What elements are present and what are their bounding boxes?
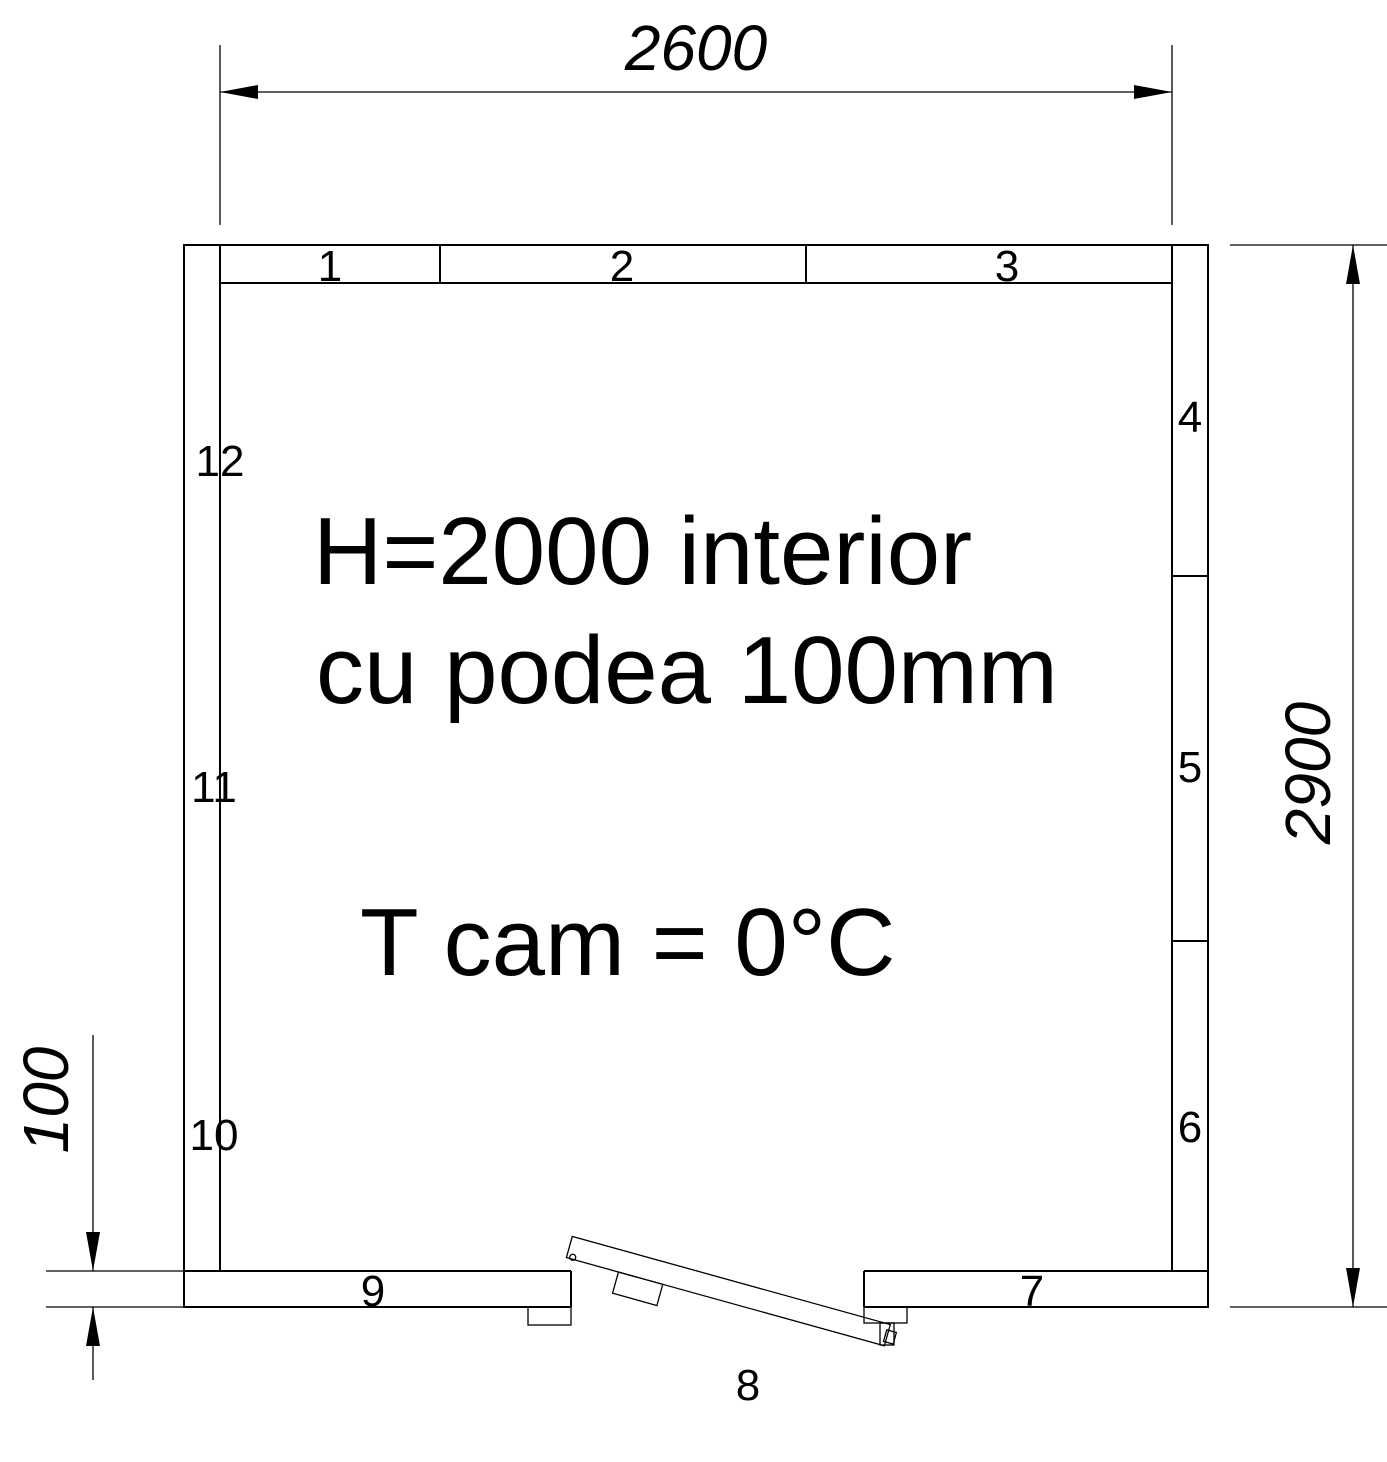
panel-number-6: 6 [1178,1103,1202,1152]
panel-number-1: 1 [318,242,342,291]
note-temperature: T cam = 0°C [360,889,895,996]
door-stop-left [527,1306,572,1326]
width-dimension: 2600 [219,12,1173,225]
note-height: H=2000 interior [313,498,972,605]
floor-dimension: 100 [10,1035,200,1380]
room-notes: H=2000 interior cu podea 100mm T cam = 0… [313,498,1058,996]
depth-dimension: 2900 [1230,244,1387,1308]
panel-number-3: 3 [995,242,1019,291]
panel-number-8: 8 [736,1361,760,1410]
panel-number-5: 5 [1178,743,1202,792]
door-leaf [565,1235,898,1347]
panel-number-9: 9 [361,1267,385,1316]
width-dimension-label: 2600 [624,12,768,84]
room-walls [183,244,1209,1308]
panel-number-11: 11 [191,763,237,812]
panel-number-12: 12 [196,437,245,486]
panel-number-4: 4 [1178,393,1202,442]
door [527,1235,908,1347]
panel-number-7: 7 [1020,1267,1044,1316]
panel-number-10: 10 [190,1111,239,1160]
note-floor: cu podea 100mm [316,617,1058,724]
panel-number-2: 2 [610,242,634,291]
floor-dimension-label: 100 [10,1046,82,1153]
panel-numbers: 1 2 3 4 5 6 7 8 9 10 11 12 [190,242,1203,1410]
door-stop-right [863,1306,908,1324]
depth-dimension-label: 2900 [1272,701,1344,845]
